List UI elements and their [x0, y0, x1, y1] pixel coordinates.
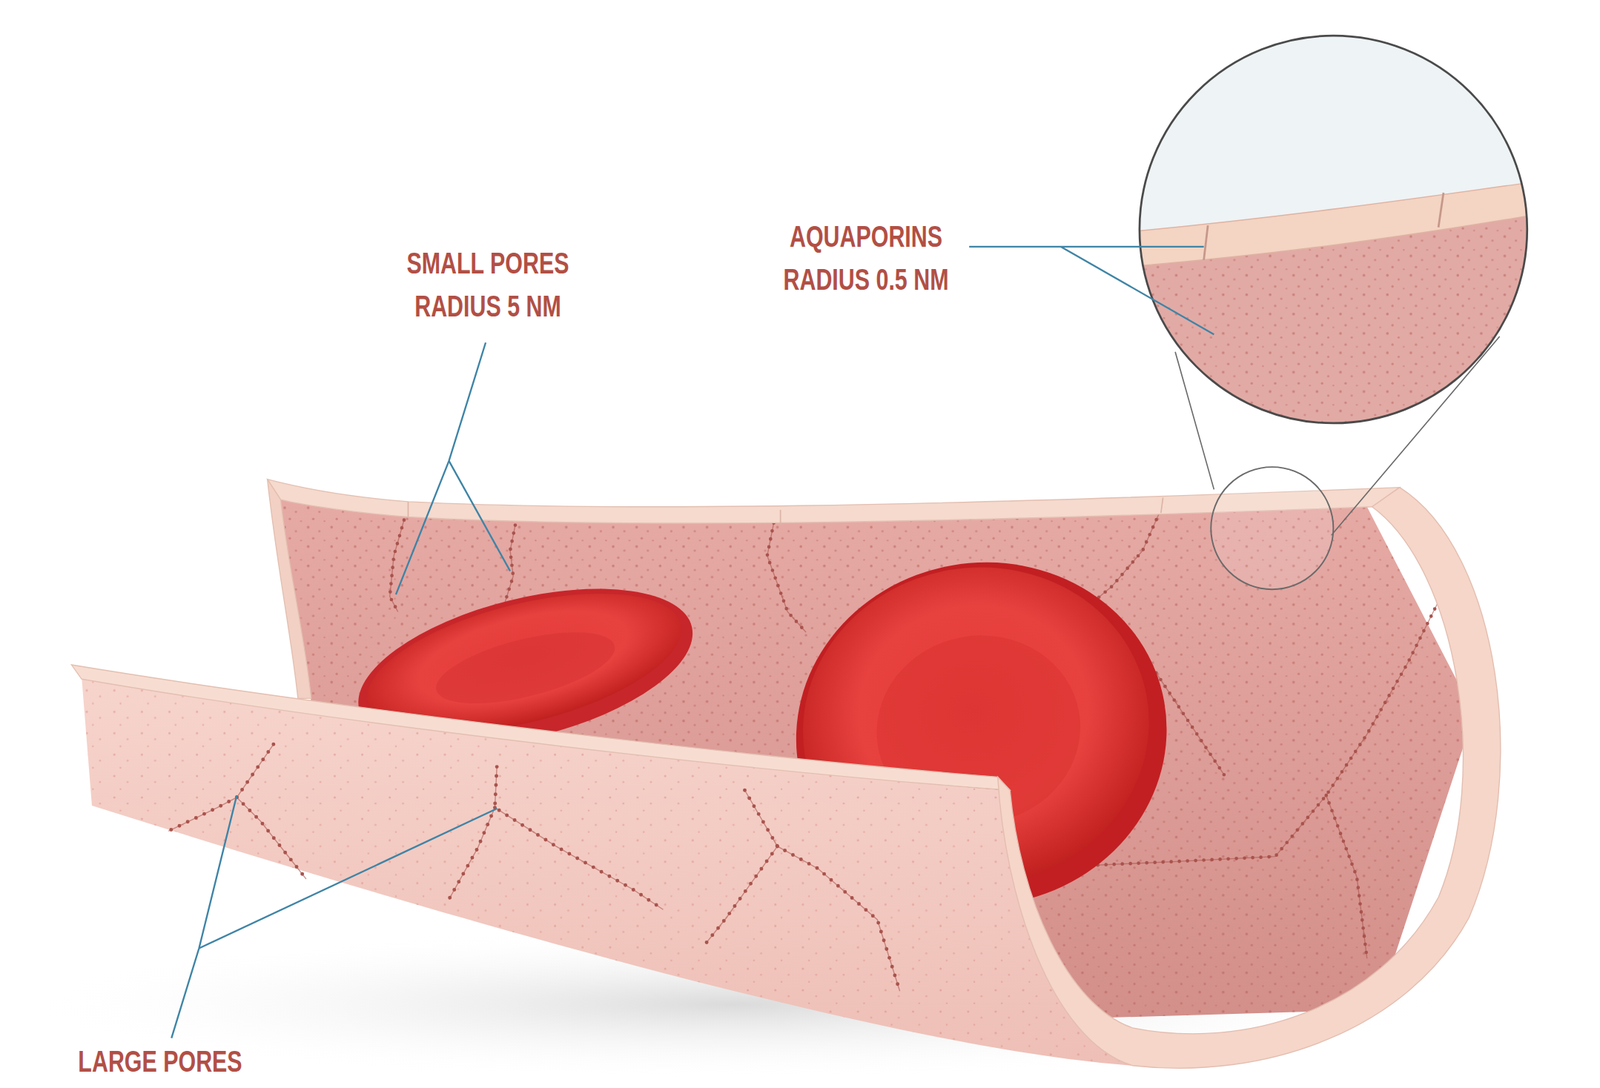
callout-label: LARGE PORES — [64, 1040, 256, 1084]
back-wall-cut-face — [267, 479, 312, 700]
zoom-lens — [1139, 35, 1528, 424]
leader-lines — [171, 246, 1214, 1039]
callout-label: SMALL PORES RADIUS 5 NM — [397, 241, 578, 328]
zoom-source — [1210, 467, 1334, 590]
front-wall-face — [81, 678, 1133, 1067]
rim-joints — [407, 497, 1163, 525]
zoom-view — [1122, 30, 1552, 439]
front-wall-texture — [81, 678, 1133, 1067]
front-wall-rim — [71, 665, 1010, 791]
front-cell-junctions — [168, 744, 900, 992]
callout-label: AQUAPORINS RADIUS 0.5 NM — [773, 215, 960, 302]
